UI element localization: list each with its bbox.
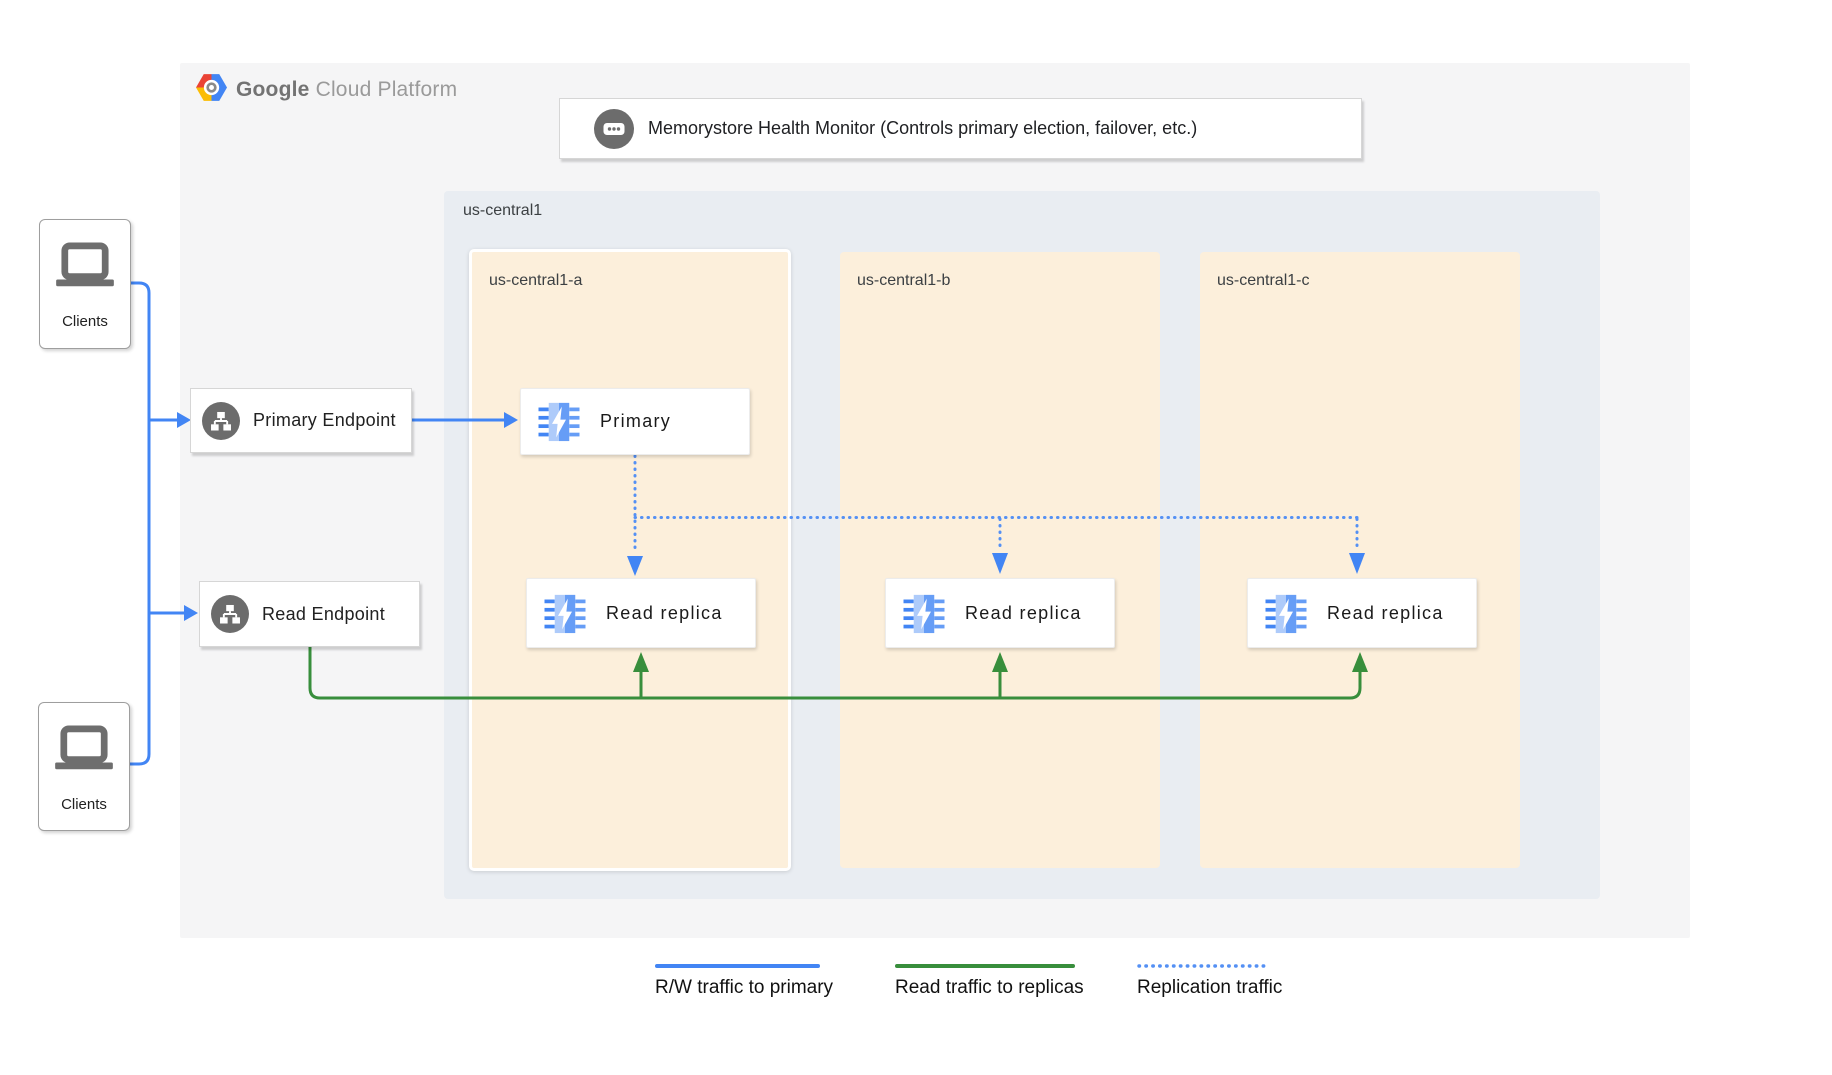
zone-c-label: us-central1-c	[1217, 272, 1310, 289]
gcp-logo: Google Cloud Platform	[196, 74, 457, 106]
read-traffic-arrowheads	[633, 652, 1368, 672]
gcp-logo-text: Google Cloud Platform	[236, 78, 457, 102]
network-endpoint-icon	[211, 595, 249, 633]
read-replica-b-box: Read replica	[885, 578, 1115, 648]
primary-endpoint-box: Primary Endpoint	[190, 388, 412, 453]
replication-lines	[633, 454, 1359, 555]
memorystore-icon	[903, 593, 945, 634]
legend-label: R/W traffic to primary	[655, 977, 834, 998]
clients-label: Clients	[61, 796, 107, 813]
health-monitor-label: Memorystore Health Monitor (Controls pri…	[648, 118, 1198, 138]
health-monitor-box: Memorystore Health Monitor (Controls pri…	[559, 98, 1362, 159]
memorystore-icon	[1265, 593, 1307, 634]
brand-google: Google	[236, 78, 310, 101]
brand-cloud-platform: Cloud Platform	[315, 78, 458, 101]
clients-box-bottom: Clients	[38, 702, 130, 831]
rw-traffic-arrowheads	[177, 412, 518, 621]
laptop-icon	[54, 242, 116, 297]
legend-rw-traffic: R/W traffic to primary	[655, 964, 833, 999]
primary-node-label: Primary	[600, 411, 672, 431]
memorystore-icon	[544, 593, 586, 634]
read-traffic-lines	[308, 647, 1362, 700]
read-endpoint-label: Read Endpoint	[262, 603, 385, 624]
read-replica-b-label: Read replica	[965, 602, 1082, 623]
replication-arrowheads	[627, 553, 1365, 576]
legend-label: Read traffic to replicas	[895, 977, 1084, 998]
legend-line-solid-green	[895, 964, 1075, 968]
read-replica-a-box: Read replica	[526, 578, 756, 648]
read-replica-c-box: Read replica	[1247, 578, 1477, 648]
laptop-icon	[53, 725, 115, 780]
clients-box-top: Clients	[39, 219, 131, 349]
primary-node-box: Primary	[520, 388, 750, 455]
legend-label: Replication traffic	[1137, 977, 1283, 998]
network-endpoint-icon	[202, 401, 240, 440]
health-monitor-icon	[594, 108, 634, 149]
region-label: us-central1	[463, 202, 543, 219]
legend-replication-traffic: Replication traffic	[1137, 964, 1282, 999]
read-replica-a-label: Read replica	[606, 602, 723, 623]
read-endpoint-box: Read Endpoint	[199, 581, 420, 647]
clients-label: Clients	[62, 313, 108, 330]
legend-line-solid-blue	[655, 964, 820, 968]
memorystore-icon	[538, 401, 580, 442]
gcp-logo-icon	[196, 74, 227, 106]
zone-b-label: us-central1-b	[857, 272, 951, 289]
read-replica-c-label: Read replica	[1327, 602, 1444, 623]
legend-read-traffic: Read traffic to replicas	[895, 964, 1084, 999]
zone-a-label: us-central1-a	[489, 272, 583, 289]
zone-us-central1-a	[469, 249, 791, 871]
rw-traffic-lines	[130, 281, 505, 766]
primary-endpoint-label: Primary Endpoint	[253, 410, 396, 430]
legend-line-dotted-blue	[1137, 964, 1272, 968]
